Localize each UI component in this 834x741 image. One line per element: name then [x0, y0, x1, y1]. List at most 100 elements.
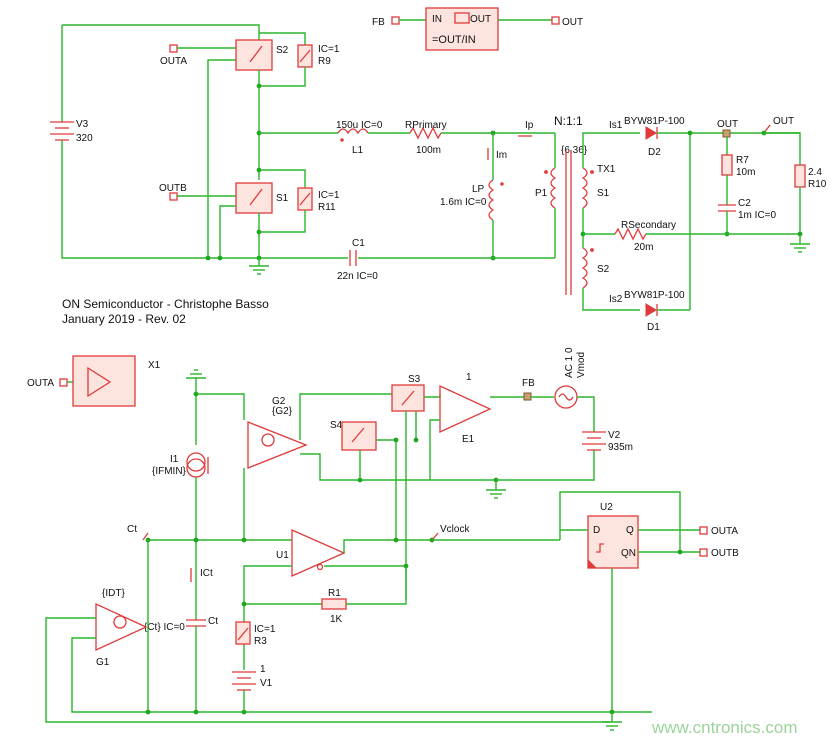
resistor-r1: [321, 598, 347, 610]
ct-cap-label: Ct: [208, 616, 218, 627]
u2-clock-marker: [587, 558, 598, 569]
l1-label: L1: [352, 145, 364, 156]
amp-g1: [95, 602, 148, 652]
ground-symbol-5: [602, 712, 622, 731]
d2-part: BYW81P-100: [624, 116, 685, 127]
ict-label: ICt: [200, 568, 213, 579]
ip-label: Ip: [525, 120, 534, 131]
winding-s1: [581, 167, 588, 209]
g2-source-circle: [261, 433, 275, 447]
outb-out-port-marker: [699, 548, 708, 557]
s2-label: S2: [276, 45, 289, 56]
l1-dot: [340, 138, 344, 142]
lp-label: LP: [472, 184, 485, 195]
r9-ic: IC=1: [318, 44, 340, 55]
r9-label: R9: [318, 56, 331, 67]
v1-label: V1: [260, 678, 273, 689]
block-in-label: IN: [432, 14, 442, 25]
ct-left-label: Ct: [127, 524, 137, 535]
g1-label: G1: [96, 657, 110, 668]
switch-s2: [235, 39, 273, 71]
transformer-name: TX1: [597, 164, 616, 175]
fb-label: FB: [372, 17, 385, 28]
r1-label: R1: [328, 588, 341, 599]
comparator-u1: [291, 529, 346, 577]
u1-inv-wire: [243, 565, 292, 670]
s2-blade: [249, 45, 263, 63]
g2-param: {G2}: [272, 406, 293, 417]
idt-label: {IDT}: [102, 588, 125, 599]
r3-mark: [237, 627, 249, 641]
node-ct-g2: [241, 537, 247, 543]
e1-gain: 1: [466, 372, 472, 383]
s4-ctrl-wire: [376, 439, 397, 540]
lp-value: 1.6m IC=0: [440, 197, 487, 208]
g1-source-circle: [113, 615, 127, 629]
r11-top-wire: [259, 169, 306, 188]
vmod-ac-label: AC 1 0: [564, 347, 575, 378]
r1-right-wire: [346, 566, 407, 605]
is2-label: Is2: [609, 294, 623, 305]
r1-value: 1K: [330, 614, 343, 625]
r10-label: R10: [808, 179, 827, 190]
c1-value: 22n IC=0: [337, 271, 378, 282]
c2-label: C2: [738, 198, 751, 209]
v3-name: V3: [76, 119, 89, 130]
p1-dot: [544, 170, 548, 174]
g2-out-wire: [300, 453, 496, 481]
fb-node-label: FB: [522, 378, 535, 389]
u2-q-pin: Q: [626, 525, 634, 536]
switch-s1: [235, 182, 273, 214]
g2-top-wire: [196, 393, 245, 420]
r3-label: R3: [254, 636, 267, 647]
resistor-rsecondary: [614, 227, 647, 241]
e1-label: E1: [462, 434, 475, 445]
ground-symbol-2: [790, 234, 810, 253]
r7-label: R7: [736, 155, 749, 166]
v2-value: 935m: [608, 442, 633, 453]
s3-label: S3: [408, 374, 421, 385]
out-node-label: OUT: [717, 119, 738, 130]
r7-value: 10m: [736, 167, 755, 178]
r11-mark: [299, 192, 311, 206]
r9-mark: [299, 49, 311, 63]
inductor-lp: [488, 179, 495, 221]
diode-d2: [645, 126, 657, 140]
vmod-sine: [558, 393, 574, 401]
s1-top-wire: [582, 132, 640, 168]
g2-to-s3-wire: [299, 393, 392, 440]
block-icon: [454, 12, 470, 24]
switch-s4: [341, 421, 377, 451]
g1-ref-wire: [45, 617, 610, 723]
outa-in-label: OUTA: [27, 378, 54, 389]
r11-label: R11: [318, 202, 336, 213]
v3-value: 320: [76, 133, 93, 144]
outa-in-port-marker: [59, 378, 68, 387]
r11-ic: IC=1: [318, 190, 340, 201]
d2-label: D2: [648, 147, 661, 158]
ct-ic-label: {Ct} IC=0: [144, 622, 185, 633]
s3-blade: [401, 390, 415, 406]
node-d2-cathode: [687, 130, 693, 136]
node-qn: [677, 549, 683, 555]
s4-label: S4: [330, 420, 343, 431]
v3-top-wire: [62, 24, 260, 40]
inductor-l1: [337, 128, 369, 135]
vclock-flag: [431, 532, 439, 541]
s1-blade: [249, 188, 263, 206]
u2-d-pin: D: [593, 525, 600, 536]
x1-amp: [87, 366, 112, 398]
winding-s2: [581, 247, 588, 289]
resistor-r10: [794, 164, 806, 188]
amp-e1: [439, 384, 492, 434]
vmod-to-v2-wire: [577, 396, 595, 432]
power-stage: V3 320 OUTA S2 IC=1 R9 150u IC=0 L1 RPri…: [50, 24, 827, 333]
u2-feedback-wire: [559, 491, 681, 552]
diode-d1: [645, 303, 657, 317]
u2-clock-icon: [596, 543, 604, 553]
rsecondary-value: 20m: [634, 242, 653, 253]
u1-out-wire: [343, 539, 432, 553]
node-g1-bottom: [145, 709, 151, 715]
ratio-block: FB IN OUT =OUT/IN OUT: [372, 7, 583, 51]
lp-dot: [500, 182, 504, 186]
